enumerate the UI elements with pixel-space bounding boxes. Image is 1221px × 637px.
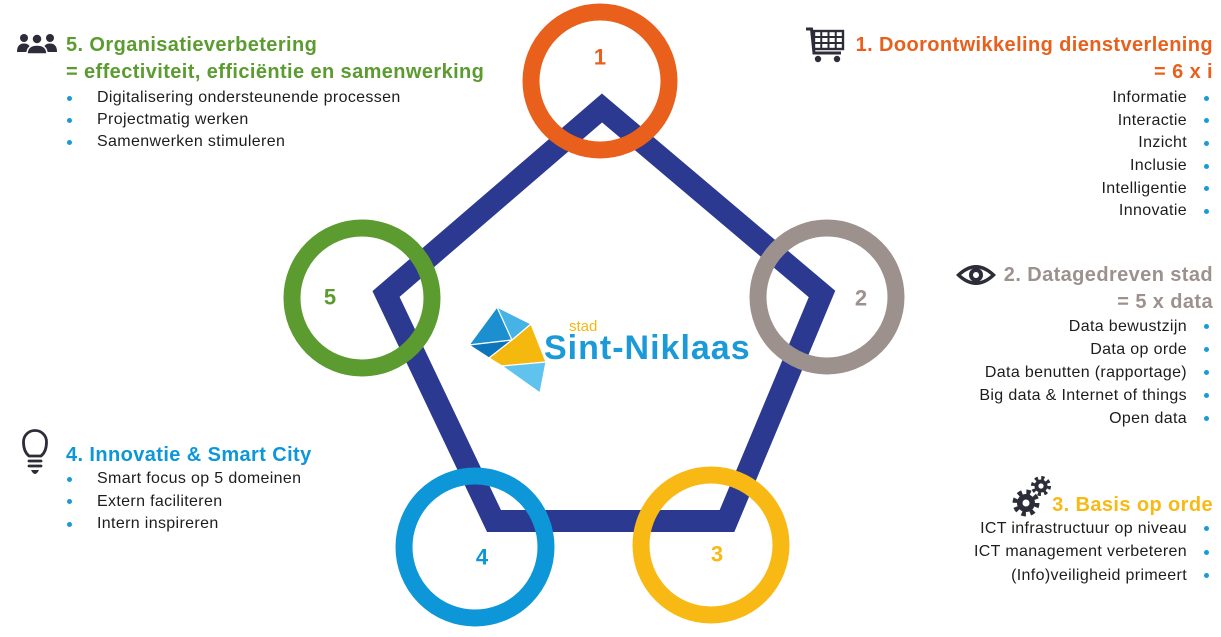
list-item-text: Extern faciliteren bbox=[97, 492, 223, 510]
list-item: Data benutten (rapportage) bbox=[979, 361, 1209, 384]
section-2-subtitle: = 5 x data bbox=[1117, 291, 1213, 313]
section-5-subtitle: = effectiviteit, efficiëntie en samenwer… bbox=[66, 61, 485, 83]
bullet bbox=[1204, 526, 1209, 532]
bullet bbox=[67, 499, 72, 505]
logo-prefix: stad bbox=[569, 318, 598, 335]
bullet bbox=[67, 521, 72, 527]
circle-3-number: 3 bbox=[711, 542, 723, 567]
bullet bbox=[1204, 95, 1209, 101]
section-2-list: Data bewustzijn Data op orde Data benutt… bbox=[979, 315, 1209, 430]
bullet bbox=[1204, 208, 1209, 214]
list-item: Inclusie bbox=[1102, 155, 1209, 178]
list-item-text: Intelligentie bbox=[1101, 179, 1187, 197]
list-item-text: Big data & Internet of things bbox=[979, 386, 1187, 404]
section-1-list: Informatie Interactie Inzicht Inclusie I… bbox=[1101, 87, 1209, 223]
list-item-text: Data bewustzijn bbox=[1068, 317, 1187, 335]
list-item: (Info)veiligheid primeert bbox=[974, 564, 1209, 588]
list-item-text: Interactie bbox=[1117, 111, 1187, 129]
list-item: Inzicht bbox=[1102, 132, 1209, 155]
list-item: Extern faciliteren bbox=[67, 491, 301, 514]
list-item-text: Open data bbox=[1109, 409, 1187, 427]
circle-5-ring bbox=[283, 219, 441, 377]
circle-2-ring bbox=[749, 219, 905, 375]
list-item: Innovatie bbox=[1102, 200, 1209, 223]
list-item-text: Digitalisering ondersteunende processen bbox=[97, 89, 401, 106]
gears-icon-graphic bbox=[1012, 476, 1051, 517]
list-item-text: Informatie bbox=[1112, 89, 1187, 107]
circle-2-number: 2 bbox=[855, 286, 867, 311]
bullet bbox=[1204, 416, 1209, 421]
section-1-title: 1. Doorontwikkeling dienstverlening bbox=[855, 34, 1213, 56]
circle-3-ring bbox=[632, 466, 790, 624]
list-item: Data op orde bbox=[979, 338, 1209, 361]
circle-1-number: 1 bbox=[594, 45, 606, 70]
list-item: ICT infrastructuur op niveau bbox=[974, 517, 1209, 541]
section-4-title: 4. Innovatie & Smart City bbox=[66, 444, 312, 466]
bullet bbox=[1204, 324, 1209, 329]
bullet bbox=[1204, 140, 1209, 146]
shopping-cart-icon bbox=[805, 26, 845, 64]
list-item-text: Data op orde bbox=[1090, 340, 1187, 358]
section-1-subtitle: = 6 x i bbox=[1154, 61, 1213, 83]
list-item-text: Innovatie bbox=[1118, 202, 1187, 220]
list-item-text: ICT infrastructuur op niveau bbox=[980, 519, 1187, 537]
lightbulb-icon-graphic bbox=[22, 429, 48, 474]
list-item: Interactie bbox=[1102, 110, 1209, 133]
list-item: Open data bbox=[979, 407, 1209, 430]
section-3-title: 3. Basis op orde bbox=[1052, 494, 1213, 516]
bullet bbox=[1204, 347, 1209, 352]
bullet bbox=[1204, 186, 1209, 192]
eye-icon-graphic bbox=[956, 265, 996, 285]
bullet bbox=[1204, 573, 1209, 579]
logo-name: Sint-Niklaas bbox=[544, 329, 751, 367]
bullet bbox=[1204, 370, 1209, 375]
circle-5-number: 5 bbox=[324, 285, 336, 310]
list-item-text: Inzicht bbox=[1138, 134, 1187, 152]
section-4-list: Smart focus op 5 domeinen Extern facilit… bbox=[67, 468, 301, 536]
list-item: Intern inspireren bbox=[67, 513, 301, 536]
lightbulb-icon bbox=[22, 429, 48, 475]
list-item: Intelligentie bbox=[1101, 177, 1209, 200]
list-item: Samenwerken stimuleren bbox=[67, 131, 401, 153]
circle-1-ring bbox=[522, 3, 678, 159]
list-item-text: Smart focus op 5 domeinen bbox=[97, 470, 302, 488]
section-3-list: ICT infrastructuur op niveau ICT managem… bbox=[974, 517, 1209, 588]
list-item: Data bewustzijn bbox=[979, 315, 1209, 338]
list-item-text: (Info)veiligheid primeert bbox=[1011, 566, 1187, 584]
circle-4-number: 4 bbox=[476, 545, 489, 570]
bullet bbox=[1204, 118, 1209, 124]
list-item: Informatie bbox=[1102, 87, 1209, 110]
bullet bbox=[1204, 549, 1209, 555]
bullet bbox=[67, 117, 72, 123]
bullet bbox=[67, 95, 72, 101]
list-item: Projectmatig werken bbox=[67, 109, 401, 131]
list-item-text: Projectmatig werken bbox=[97, 111, 249, 128]
list-item-text: Inclusie bbox=[1129, 157, 1187, 175]
section-2-title: 2. Datagedreven stad bbox=[1003, 264, 1213, 286]
eye-icon bbox=[955, 262, 997, 288]
bullet bbox=[67, 476, 72, 482]
list-item: ICT management verbeteren bbox=[974, 541, 1209, 565]
list-item-text: Samenwerken stimuleren bbox=[97, 133, 286, 150]
list-item-text: Data benutten (rapportage) bbox=[984, 363, 1187, 381]
bullet bbox=[1204, 163, 1209, 169]
gears-icon bbox=[1012, 475, 1052, 517]
list-item-text: ICT management verbeteren bbox=[973, 543, 1187, 561]
bullet bbox=[67, 139, 72, 145]
sint-niklaas-logo-mark bbox=[468, 306, 547, 394]
list-item: Smart focus op 5 domeinen bbox=[67, 468, 301, 491]
bullet bbox=[1204, 393, 1209, 398]
list-item: Big data & Internet of things bbox=[979, 384, 1209, 407]
list-item: Digitalisering ondersteunende processen bbox=[67, 87, 401, 109]
people-group-icon bbox=[16, 33, 58, 55]
section-5-title: 5. Organisatieverbetering bbox=[66, 34, 318, 56]
shopping-cart-icon-graphic bbox=[806, 27, 845, 63]
people-group-icon-graphic bbox=[17, 33, 57, 55]
section-5-list: Digitalisering ondersteunende processen … bbox=[67, 87, 401, 153]
circle-4-ring bbox=[395, 467, 555, 627]
list-item-text: Intern inspireren bbox=[97, 515, 219, 533]
